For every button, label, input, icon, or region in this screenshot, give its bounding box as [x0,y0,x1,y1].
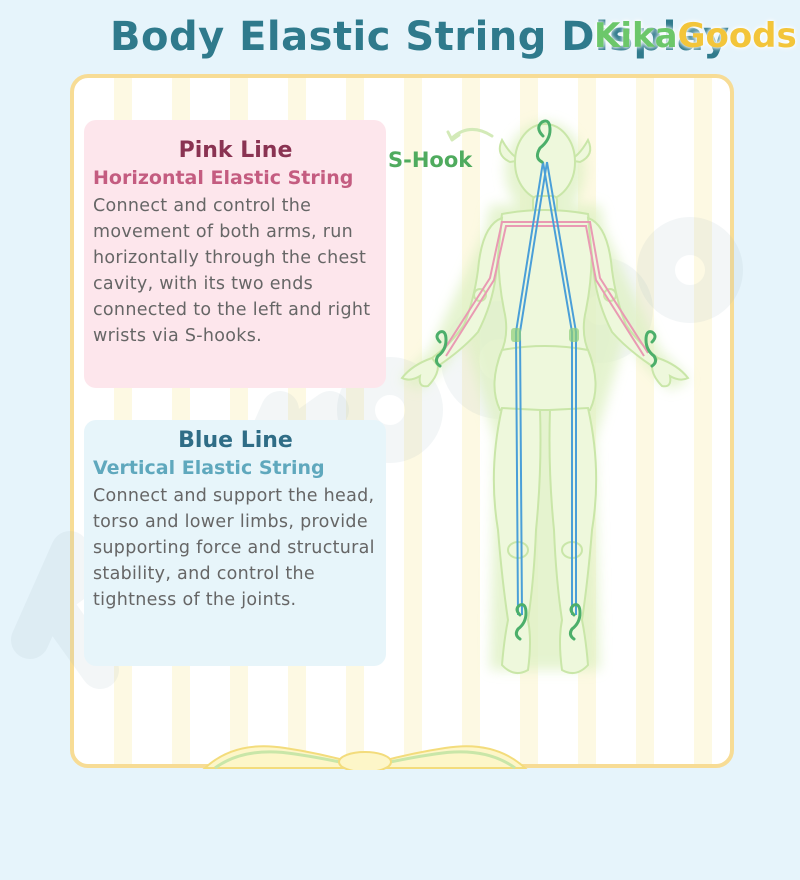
blue-line-description: Connect and support the head, torso and … [93,486,375,610]
pink-line-panel: Pink Line Horizontal Elastic String Conn… [84,120,386,388]
blue-line-title: Blue Line [178,428,293,453]
logo-part-1: Kika [594,16,678,56]
curved-arrow-icon [446,128,494,142]
doll-body-diagram [400,119,690,675]
brand-logo: KikaGoods [594,14,797,58]
s-hook-label: S-Hook [388,148,473,172]
pink-line-description: Connect and control the movement of both… [93,196,371,346]
pink-line-subtitle: Horizontal Elastic String [93,167,354,189]
pink-line-title: Pink Line [178,138,293,163]
page-title: Body Elastic String Display [110,14,730,60]
s-hook-icon [434,119,658,641]
logo-part-2: Goods [677,16,797,56]
blue-line-panel: Blue Line Vertical Elastic String Connec… [84,420,386,666]
pink-elastic-string [441,221,649,357]
blue-line-subtitle: Vertical Elastic String [93,457,325,479]
ribbon-decoration [202,745,528,770]
doll-body-outline [400,122,690,675]
